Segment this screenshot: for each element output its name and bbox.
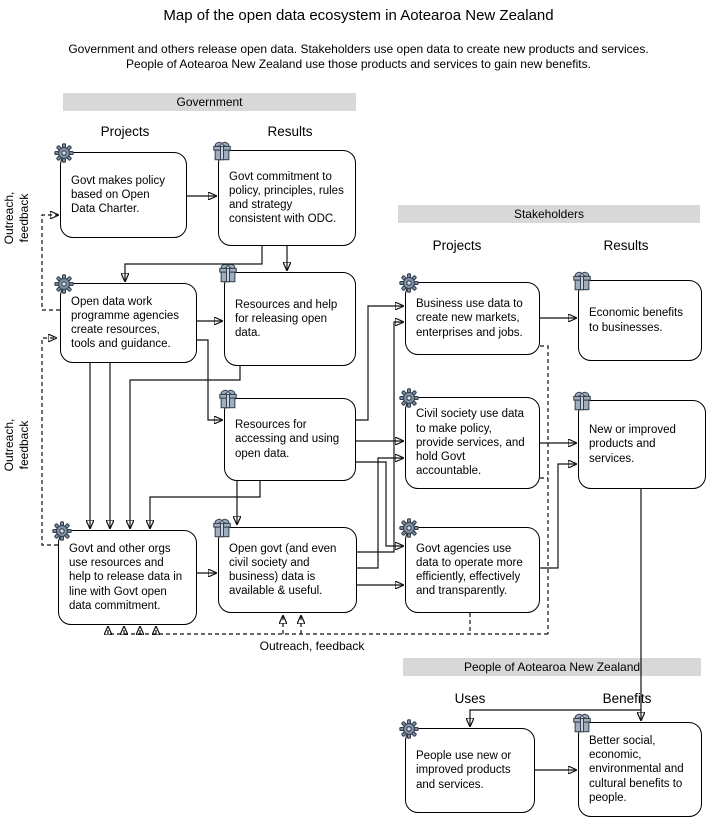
arrow: [540, 464, 576, 569]
section-header-people: People of Aotearoa New Zealand: [403, 658, 701, 676]
gear-icon: [398, 272, 420, 294]
gift-icon: [571, 712, 593, 734]
node-orgs-release-data: Govt and other orgs use resources and he…: [58, 530, 197, 625]
column-label-gov-results: Results: [267, 124, 313, 139]
page-title: Map of the open data ecosystem in Aotear…: [163, 7, 554, 24]
gear-icon: [398, 517, 420, 539]
gear-icon: [53, 142, 75, 164]
gear-icon: [398, 387, 420, 409]
node-text-open-govt-data: Open govt (and even civil society and bu…: [229, 542, 337, 598]
section-header-stakeholders: Stakeholders: [398, 205, 700, 223]
node-govt-commitment: Govt commitment to policy, principles, r…: [218, 150, 356, 246]
page-subtitle: Government and others release open data.…: [40, 42, 677, 72]
gift-icon: [571, 270, 593, 292]
node-text-resources-releasing: Resources and help for releasing open da…: [235, 298, 338, 340]
node-text-new-products: New or improved products and services.: [589, 424, 676, 465]
node-text-economic-benefits: Economic benefits to businesses.: [589, 307, 683, 334]
node-text-govt-agencies-use: Govt agencies use data to operate more e…: [416, 542, 523, 598]
node-open-govt-data: Open govt (and even civil society and bu…: [218, 527, 357, 613]
column-label-uses: Uses: [454, 691, 486, 706]
node-govt-policy: Govt makes policy based on Open Data Cha…: [60, 152, 187, 238]
gear-icon: [53, 273, 75, 295]
gear-icon: [398, 718, 420, 740]
feedback-arrow: [41, 338, 58, 546]
node-text-civil-society-use: Civil society use data to make policy, p…: [416, 408, 525, 478]
node-text-resources-accessing: Resources for accessing and using open d…: [235, 419, 340, 460]
node-work-programme: Open data work programme agencies create…: [60, 283, 197, 363]
node-resources-accessing: Resources for accessing and using open d…: [224, 398, 356, 481]
column-label-benefits: Benefits: [602, 691, 652, 706]
node-text-people-use: People use new or improved products and …: [416, 750, 512, 791]
arrow: [150, 481, 261, 528]
arrow: [356, 461, 403, 546]
gear-icon: [51, 520, 73, 542]
node-people-use: People use new or improved products and …: [405, 728, 535, 813]
node-business-use: Business use data to create new markets,…: [405, 282, 540, 355]
arrow: [356, 322, 403, 553]
node-text-work-programme: Open data work programme agencies create…: [71, 295, 180, 351]
arrow: [356, 306, 403, 421]
node-text-govt-policy: Govt makes policy based on Open Data Cha…: [71, 174, 165, 216]
node-economic-benefits: Economic benefits to businesses.: [578, 280, 702, 361]
column-label-gov-projects: Projects: [100, 124, 150, 139]
gift-icon: [211, 140, 233, 162]
gift-icon: [217, 262, 239, 284]
outreach-feedback-label-footer: Outreach, feedback: [259, 639, 365, 653]
outreach-feedback-label-top: Outreach, feedback: [2, 191, 31, 245]
section-header-government: Government: [63, 93, 356, 111]
column-label-stake-results: Results: [603, 238, 649, 253]
node-govt-agencies-use: Govt agencies use data to operate more e…: [405, 527, 540, 613]
node-text-govt-commitment: Govt commitment to policy, principles, r…: [229, 170, 344, 226]
feedback-arrow: [41, 215, 60, 311]
node-civil-society-use: Civil society use data to make policy, p…: [405, 397, 540, 489]
node-resources-releasing: Resources and help for releasing open da…: [224, 272, 356, 366]
arrow: [356, 458, 403, 569]
node-text-orgs-release-data: Govt and other orgs use resources and he…: [69, 542, 183, 612]
node-better-benefits: Better social, economic, environmental a…: [578, 722, 702, 817]
subtitle-line-2: People of Aotearoa New Zealand use those…: [126, 57, 591, 71]
node-text-business-use: Business use data to create new markets,…: [416, 298, 523, 339]
feedback-line: [540, 345, 549, 634]
gift-icon: [217, 388, 239, 410]
gift-icon: [211, 517, 233, 539]
node-new-products: New or improved products and services.: [578, 400, 706, 489]
column-label-stake-projects: Projects: [432, 238, 482, 253]
gift-icon: [571, 390, 593, 412]
subtitle-line-1: Government and others release open data.…: [68, 42, 649, 56]
node-text-better-benefits: Better social, economic, environmental a…: [589, 734, 684, 804]
outreach-feedback-label-bottom: Outreach, feedback: [2, 418, 31, 472]
